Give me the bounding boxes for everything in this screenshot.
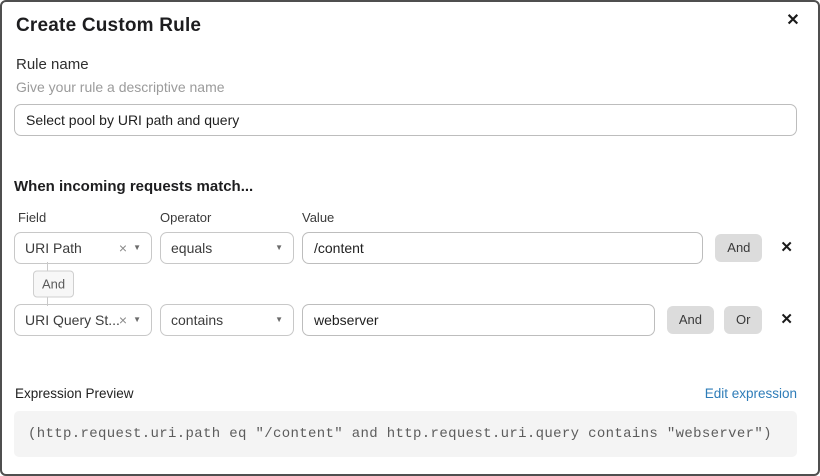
- operator-select-2-value: contains: [171, 312, 224, 328]
- add-and-condition-button-1[interactable]: And: [715, 234, 763, 262]
- field-select-1-value: URI Path: [25, 240, 82, 256]
- expression-header: Expression Preview Edit expression: [14, 386, 797, 401]
- remove-condition-button-2[interactable]: ✕: [778, 312, 795, 328]
- chevron-down-icon: ▼: [133, 315, 141, 324]
- operator-select-2[interactable]: contains ▼: [160, 304, 294, 336]
- field-column-label: Field: [18, 210, 47, 225]
- match-heading: When incoming requests match...: [14, 178, 254, 195]
- value-input-1[interactable]: [302, 232, 704, 264]
- chevron-down-icon: ▼: [275, 315, 283, 324]
- operator-select-1[interactable]: equals ▼: [160, 232, 294, 264]
- condition-row-1: URI Path × ▼ equals ▼ And ✕: [14, 232, 797, 264]
- and-connector-button[interactable]: And: [33, 270, 75, 298]
- rule-name-label: Rule name: [16, 56, 89, 73]
- condition-row-2: URI Query St... × ▼ contains ▼ And Or ✕: [14, 304, 797, 336]
- close-icon: ✕: [786, 12, 800, 29]
- expression-preview-label: Expression Preview: [15, 386, 134, 401]
- value-input-2[interactable]: [302, 304, 655, 336]
- chevron-down-icon: ▼: [275, 243, 283, 252]
- operator-select-1-value: equals: [171, 240, 213, 256]
- chevron-down-icon: ▼: [133, 243, 141, 252]
- remove-icon: ✕: [780, 311, 793, 328]
- expression-code: (http.request.uri.path eq "/content" and…: [14, 411, 797, 457]
- field-select-2-value: URI Query St...: [25, 312, 119, 328]
- clear-field-icon[interactable]: ×: [118, 240, 128, 256]
- field-select-1[interactable]: URI Path × ▼: [14, 232, 152, 264]
- remove-condition-button-1[interactable]: ✕: [778, 240, 795, 256]
- add-and-condition-button-2[interactable]: And: [666, 306, 714, 334]
- rule-name-hint: Give your rule a descriptive name: [16, 79, 225, 95]
- column-labels: Field Operator Value: [14, 210, 797, 226]
- close-button[interactable]: ✕: [782, 10, 804, 32]
- add-or-condition-button-2[interactable]: Or: [723, 306, 763, 334]
- operator-column-label: Operator: [160, 210, 212, 225]
- page-title: Create Custom Rule: [16, 15, 202, 36]
- edit-expression-link[interactable]: Edit expression: [704, 386, 797, 401]
- remove-icon: ✕: [780, 239, 793, 256]
- condition-connector: And: [14, 262, 797, 306]
- rule-name-input[interactable]: [14, 104, 797, 136]
- field-select-2[interactable]: URI Query St... × ▼: [14, 304, 152, 336]
- clear-field-icon[interactable]: ×: [118, 312, 128, 328]
- value-column-label: Value: [302, 210, 335, 225]
